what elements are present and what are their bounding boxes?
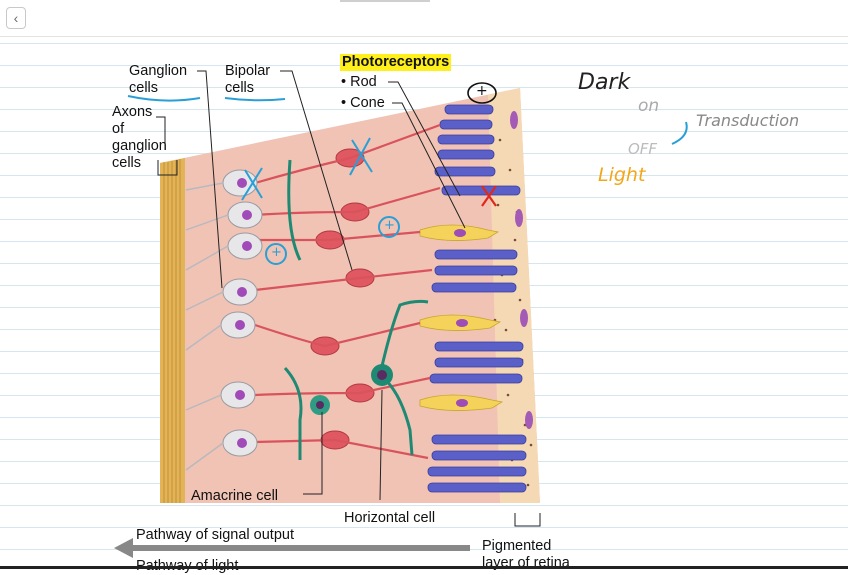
horizontal-cell-nucleus [377,370,387,380]
red-x-mark [481,185,497,207]
note-plus: + [476,83,488,99]
plus-circle-mark [467,82,497,104]
drag-handle[interactable] [340,0,430,2]
note-transduction: Transduction [696,111,800,130]
bipolar-processes [250,123,441,460]
bottom-border [0,566,848,569]
label-axons-of-ganglion-cells: Axons of ganglion cells [112,104,167,171]
label-photoreceptors: Photoreceptors [340,54,452,71]
label-bipolar-cells: Bipolar cells [225,63,271,96]
axon-fibers [163,159,181,503]
top-toolbar: ‹ [0,0,848,37]
pathway-arrow-head [114,538,133,558]
note-plus-blue-2: + [271,245,282,260]
label-cone: • Cone [341,95,385,111]
note-off: OFF [628,140,658,158]
note-light: Light [598,164,646,186]
horizontal-cell-processes [283,159,429,460]
label-rod: • Rod [341,74,377,90]
note-dark: Dark [578,70,631,95]
rod-cells [427,104,527,493]
ganglion-axons [185,182,229,471]
label-pathway-signal-output: Pathway of signal output [136,527,294,543]
chevron-left-icon: ‹ [13,10,19,26]
label-horizontal-cell: Horizontal cell [344,510,436,526]
photoreceptor-nuclei [454,229,468,407]
label-amacrine-cell: Amacrine cell [191,488,279,504]
ganglion-nuclei [235,178,252,448]
axon-layer [160,158,185,503]
pigment-nuclei [510,111,533,429]
amacrine-cell-nucleus [316,401,324,409]
note-on: on [638,96,660,116]
blue-pen-marks [127,95,688,265]
note-plus-blue-1: + [384,218,395,233]
label-leader-lines [156,70,541,527]
label-ganglion-cells: Ganglion cells [129,63,188,96]
back-button[interactable]: ‹ [6,7,26,29]
